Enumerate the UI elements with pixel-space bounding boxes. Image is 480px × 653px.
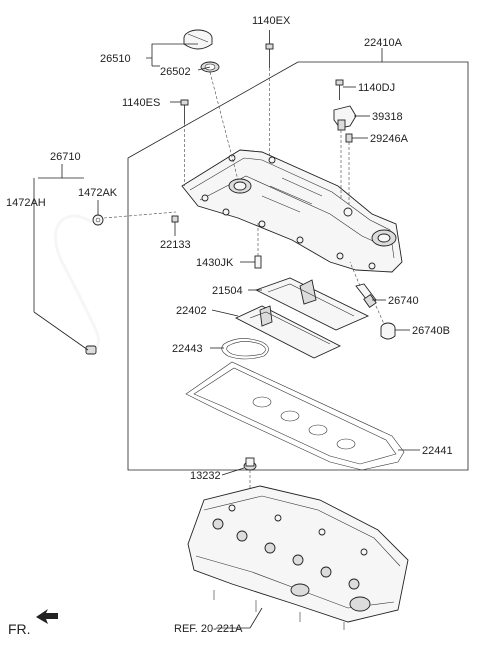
oil-filler-cap [183,29,213,50]
label-26740: 26740 [388,295,419,307]
label-22443: 22443 [172,343,203,355]
label-21504: 21504 [212,285,243,297]
leader-lines [33,30,420,629]
o-ring-29246A [345,133,353,143]
label-1140ES: 1140ES [122,97,160,109]
bolt-1140ES [180,99,189,124]
label-26502: 26502 [160,66,191,78]
label-1140DJ: 1140DJ [358,82,395,94]
label-26510: 26510 [100,53,131,65]
label-29246A: 29246A [370,133,409,145]
label-26740B: 26740B [412,325,450,337]
head-cover-gasket [185,361,405,471]
label-1472AH: 1472AH [6,197,46,209]
label-1430JK: 1430JK [196,257,234,269]
label-26710: 26710 [50,151,81,163]
label-13232: 13232 [190,470,221,482]
baffle-plate [254,277,370,331]
cylinder-head-cover [181,149,403,273]
pin-1430JK [254,255,262,269]
label-22133: 22133 [160,239,191,251]
oil-seal-13232 [243,457,257,471]
hose-clamp-1472AK [92,214,104,226]
label-22441: 22441 [422,445,453,457]
breather-hose [54,214,101,355]
assembly-outline [127,61,469,471]
pcv-valve [355,283,377,309]
cylinder-head-reference [187,485,409,630]
cam-position-sensor [333,105,357,131]
bolt-1140DJ [335,79,344,100]
plate-gasket [234,305,342,359]
label-reference: REF. 20-221A [174,623,243,635]
label-39318: 39318 [372,111,403,123]
label-22410A: 22410A [364,37,403,49]
label-1472AK: 1472AK [78,187,118,199]
spark-plug-seal [221,338,269,360]
label-front: FR. [8,621,31,637]
label-22402: 22402 [176,305,207,317]
pcv-grommet [380,322,396,340]
front-direction-arrow-icon [36,609,58,624]
stud-22133 [171,215,179,223]
label-1140EX: 1140EX [252,15,291,27]
bolt-1140EX [265,43,274,68]
